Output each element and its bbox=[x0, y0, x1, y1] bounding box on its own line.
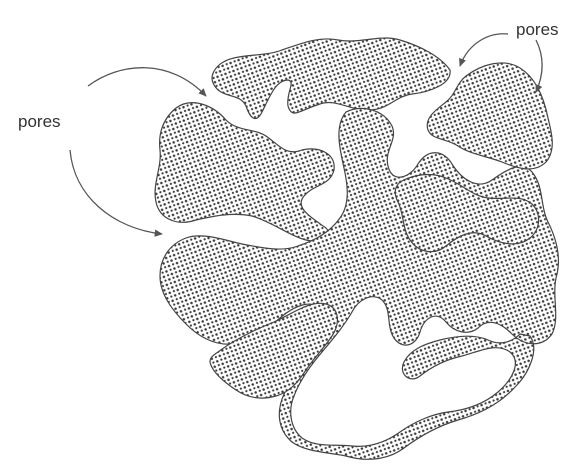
solid-region-left bbox=[155, 103, 334, 241]
arrow-left-upper bbox=[88, 68, 206, 96]
arrow-right-upper bbox=[460, 34, 508, 66]
solid-region-upper-left bbox=[212, 38, 450, 119]
solid-phase bbox=[155, 38, 558, 459]
arrow-left-lower bbox=[70, 150, 162, 234]
pores-label-left: pores bbox=[18, 113, 61, 130]
pores-label-right: pores bbox=[516, 21, 559, 38]
arrow-right-lower bbox=[536, 40, 542, 92]
